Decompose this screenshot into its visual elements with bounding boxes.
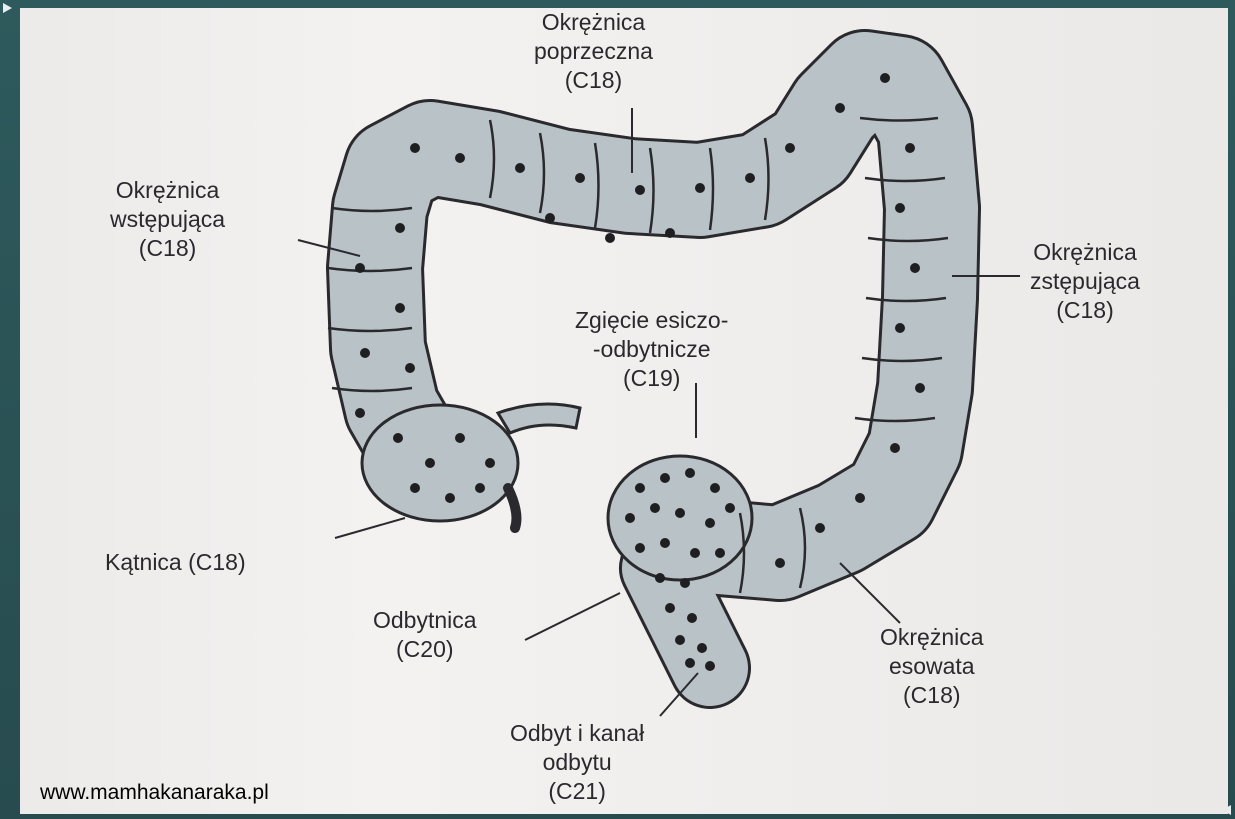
appendix-tail: [508, 488, 516, 528]
label-anal-canal: Odbyt i kanał odbytu (C21): [510, 719, 644, 806]
label-line: Okrężnica: [1030, 238, 1140, 267]
slide-corner-arrow-icon: [3, 3, 12, 13]
label-sigmoid-colon: Okrężnica esowata (C18): [880, 623, 984, 710]
label-line: poprzeczna: [534, 37, 653, 66]
label-line: Okrężnica: [534, 8, 653, 37]
appendix: [498, 404, 580, 433]
label-line: odbytu: [510, 748, 644, 777]
label-line: (C18): [534, 66, 653, 95]
label-caecum: Kątnica (C18): [105, 548, 246, 577]
label-line: (C18): [880, 681, 984, 710]
colon-illustration: [20, 8, 1228, 814]
label-line: (C18): [1030, 296, 1140, 325]
label-line: -odbytnicze: [575, 335, 728, 364]
label-line: Odbytnica: [373, 606, 477, 635]
label-rectum: Odbytnica (C20): [373, 606, 477, 664]
label-line: zstępująca: [1030, 267, 1140, 296]
label-line: (C18): [110, 234, 225, 263]
label-line: esowata: [880, 652, 984, 681]
label-line: (C19): [575, 364, 728, 393]
label-descending-colon: Okrężnica zstępująca (C18): [1030, 238, 1140, 325]
label-line: (C20): [373, 635, 477, 664]
label-line: Okrężnica: [110, 176, 225, 205]
colon-diagram-photo: Okrężnica poprzeczna (C18) Okrężnica wst…: [20, 8, 1228, 814]
label-line: Zgięcie esiczo-: [575, 306, 728, 335]
label-line: Kątnica (C18): [105, 548, 246, 577]
watermark-url: www.mamhakanaraka.pl: [40, 781, 269, 805]
label-line: (C21): [510, 777, 644, 806]
label-rectosigmoid-junction: Zgięcie esiczo- -odbytnicze (C19): [575, 306, 728, 393]
label-line: wstępująca: [110, 205, 225, 234]
label-line: Odbyt i kanał: [510, 719, 644, 748]
label-ascending-colon: Okrężnica wstępująca (C18): [110, 176, 225, 263]
label-line: Okrężnica: [880, 623, 984, 652]
label-transverse-colon: Okrężnica poprzeczna (C18): [534, 8, 653, 95]
